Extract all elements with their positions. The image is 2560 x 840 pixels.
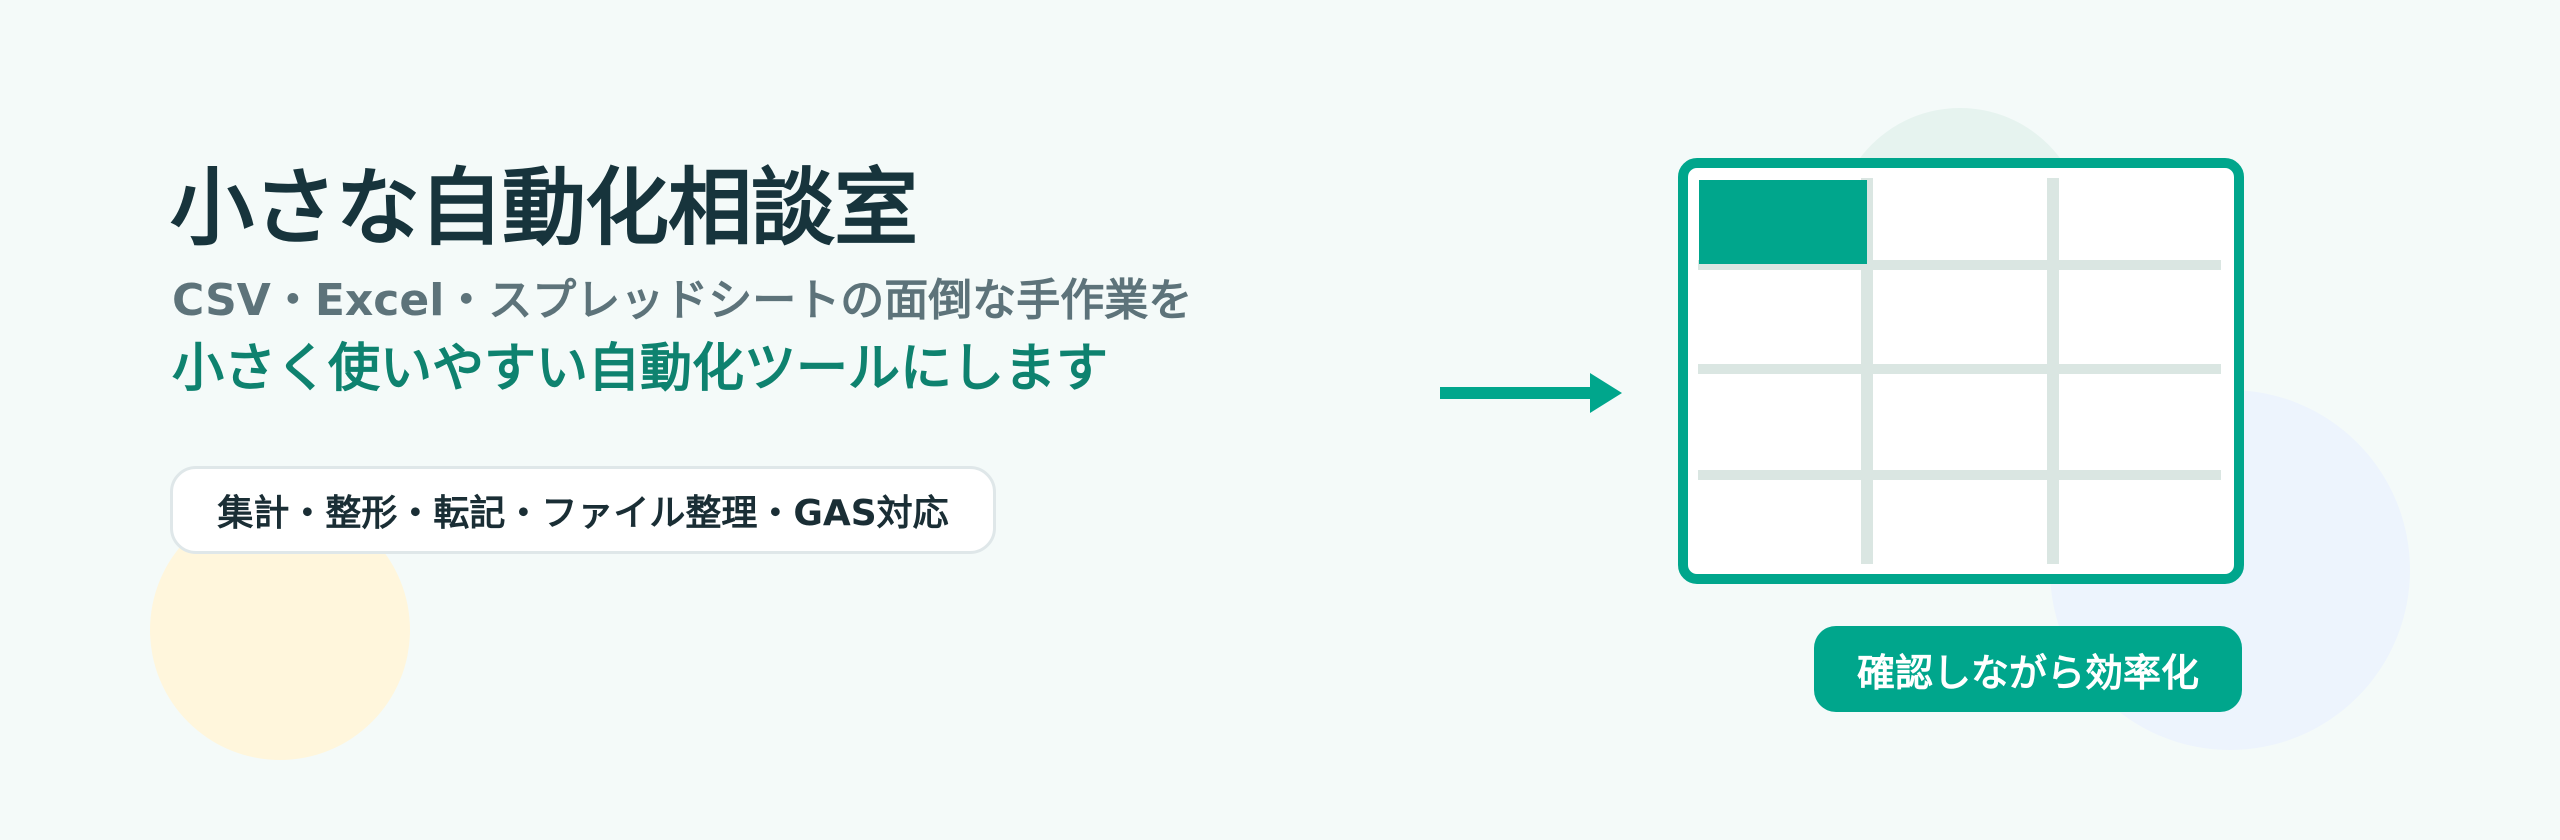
efficiency-cta-button[interactable]: 確認しながら効率化 bbox=[1814, 626, 2242, 712]
arrow-right-icon bbox=[1440, 373, 1622, 413]
tagline: 小さく使いやすい自動化ツールにします bbox=[172, 339, 1109, 399]
services-tag: 集計・整形・転記・ファイル整理・GAS対応 bbox=[170, 466, 996, 554]
cta-label: 確認しながら効率化 bbox=[1856, 650, 2199, 695]
services-tag-label: 集計・整形・転記・ファイル整理・GAS対応 bbox=[217, 493, 949, 534]
spreadsheet-grid-icon bbox=[1678, 158, 2244, 584]
subtitle: CSV・Excel・スプレッドシートの面倒な手作業を bbox=[172, 275, 1193, 326]
page-title: 小さな自動化相談室 bbox=[170, 159, 918, 257]
